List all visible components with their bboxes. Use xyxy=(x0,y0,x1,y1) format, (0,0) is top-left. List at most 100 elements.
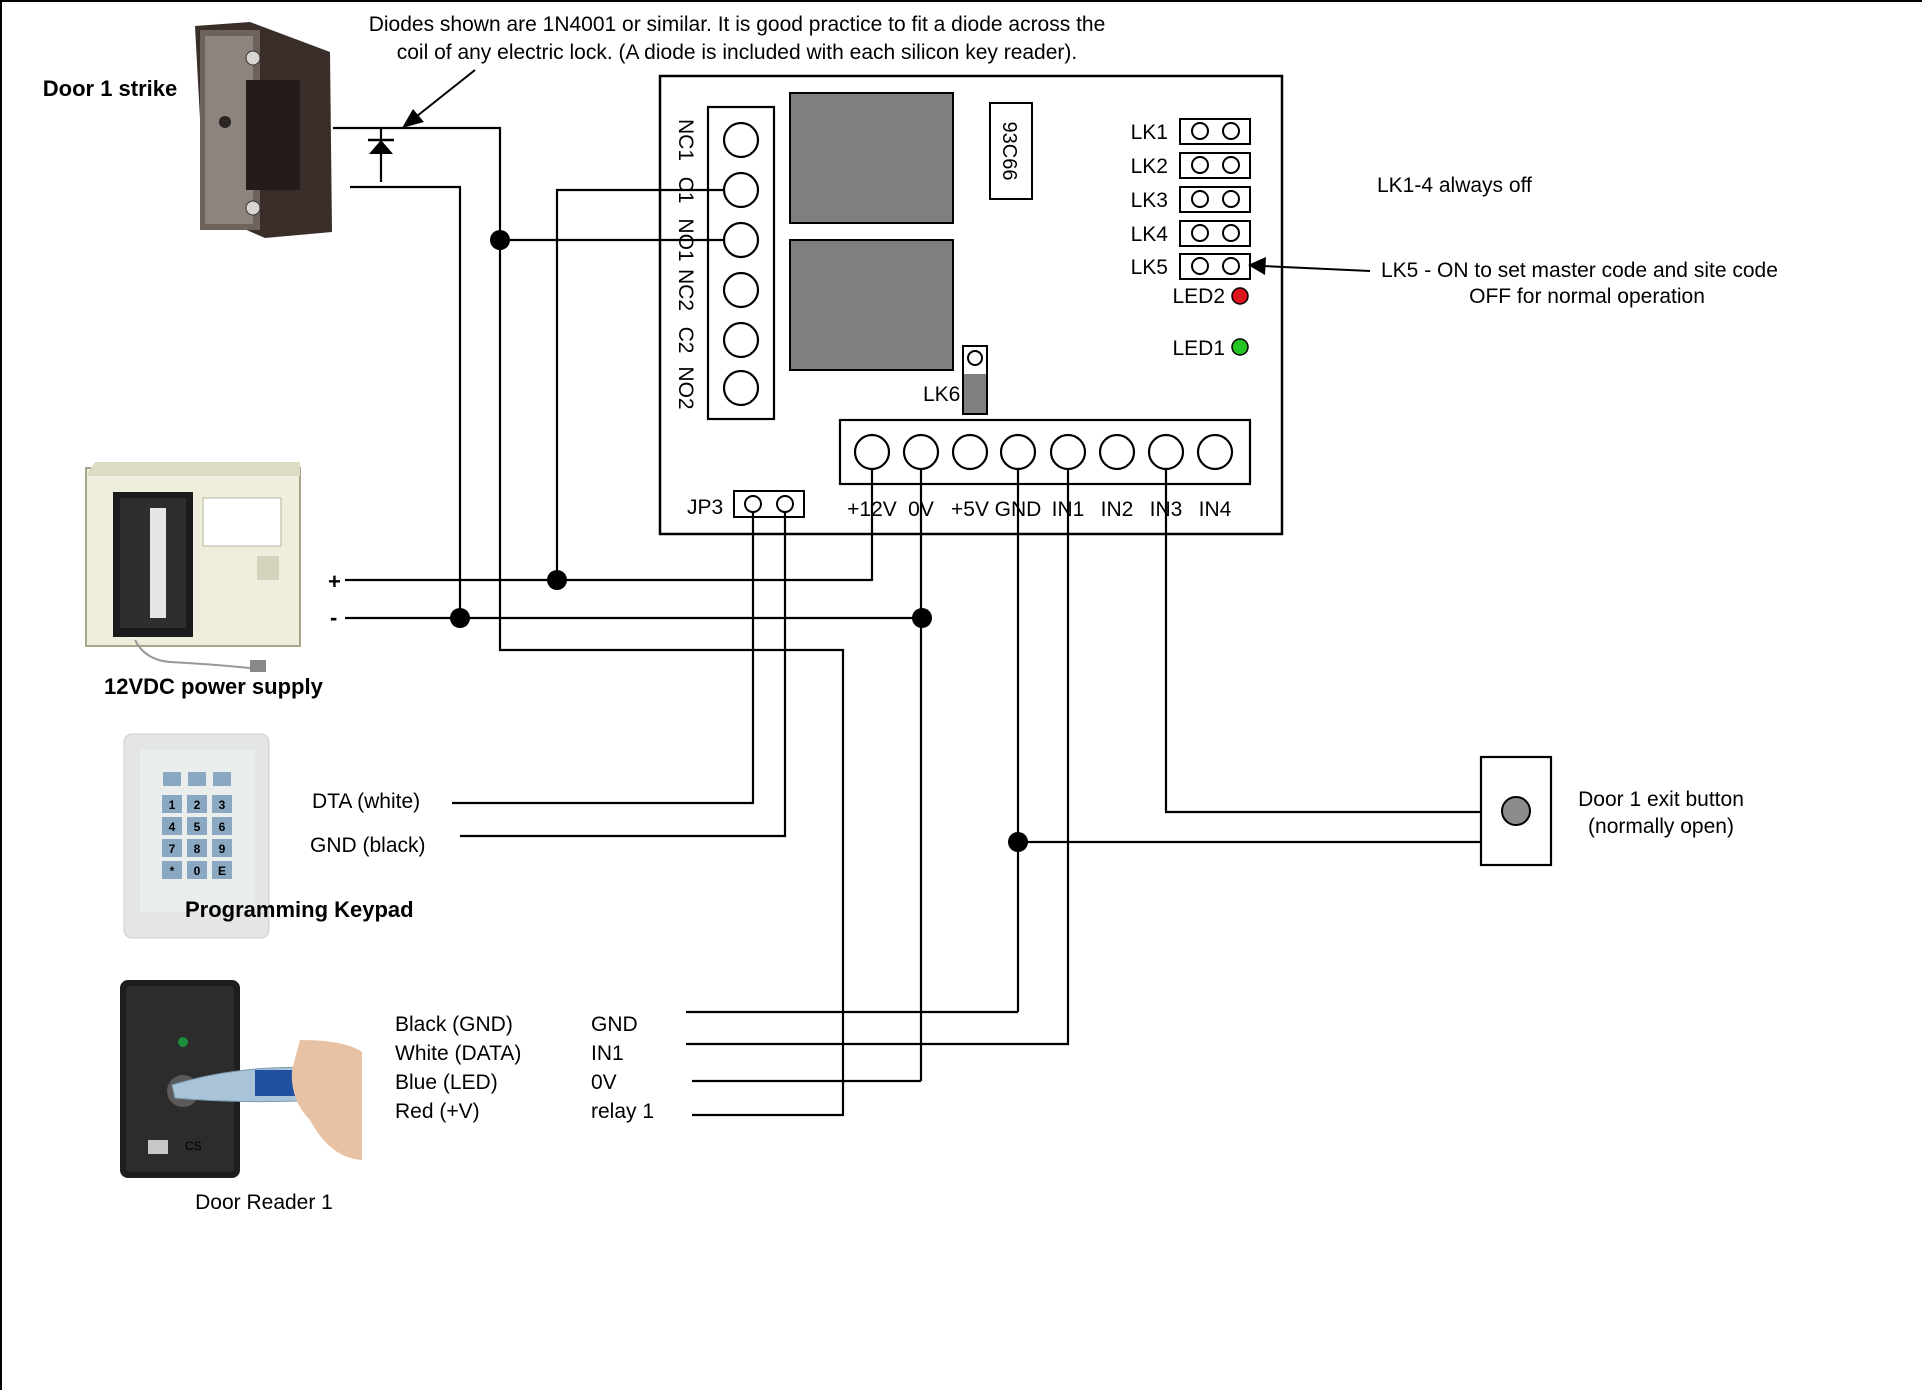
controller-board xyxy=(658,74,1284,536)
lk6-pin xyxy=(967,350,983,366)
io-terminal-label: +5V xyxy=(951,498,989,521)
relay-2 xyxy=(789,239,954,371)
reader-label: Door Reader 1 xyxy=(195,1191,333,1214)
keypad-indicator xyxy=(188,772,206,786)
door-reader-image: CS xyxy=(120,980,362,1178)
reader-wire-connection: relay 1 xyxy=(591,1100,654,1123)
keypad-key-label: 1 xyxy=(169,798,176,812)
io-terminal-screw xyxy=(1098,433,1136,471)
wire-keypad-dta xyxy=(452,512,755,805)
io-terminal-screw xyxy=(1196,433,1234,471)
keypad-key-label: 4 xyxy=(169,820,176,834)
keypad-key-label: 7 xyxy=(169,842,176,856)
link-pin xyxy=(1222,156,1240,174)
wire-in1 xyxy=(686,470,1070,1046)
relay-terminal-screw xyxy=(722,271,760,309)
link-header xyxy=(1179,152,1251,179)
keypad-key xyxy=(162,839,182,857)
keypad-gnd-label: GND (black) xyxy=(310,834,426,857)
led1-label: LED1 xyxy=(1172,337,1225,360)
relay-terminal-screw xyxy=(722,221,760,259)
keypad-key-label: 0 xyxy=(194,864,201,878)
keypad-key-label: 9 xyxy=(219,842,226,856)
reader-brand-text: CS xyxy=(185,1139,202,1153)
wire-c1 xyxy=(555,188,724,580)
lk6-label: LK6 xyxy=(923,383,960,406)
link-label: LK2 xyxy=(1131,155,1168,178)
keypad-key-label: 5 xyxy=(194,820,201,834)
keypad-key xyxy=(162,861,182,879)
link-header xyxy=(1179,220,1251,247)
exit-button-label-2: (normally open) xyxy=(1588,815,1734,838)
lk5-note-line1: LK5 - ON to set master code and site cod… xyxy=(1381,259,1778,282)
wire-plus-bus xyxy=(345,470,874,582)
keypad-key xyxy=(187,795,207,813)
relay-terminal-block xyxy=(706,105,776,421)
wires xyxy=(333,126,1481,1117)
relay-terminal-label: NO2 xyxy=(674,366,697,409)
link-pin xyxy=(1191,156,1209,174)
keypad-indicator xyxy=(163,772,181,786)
keypad-label: Programming Keypad xyxy=(185,897,414,922)
reader-wire-color: Red (+V) xyxy=(395,1100,480,1123)
relay-1 xyxy=(789,92,954,224)
reader-wire-connection: IN1 xyxy=(591,1042,624,1065)
lk5-note-line2: OFF for normal operation xyxy=(1469,285,1705,308)
reader-wire-connection: 0V xyxy=(591,1071,617,1094)
link-pin xyxy=(1222,122,1240,140)
relay-terminal-screw xyxy=(722,171,760,209)
link-header xyxy=(1179,118,1251,145)
keypad-key xyxy=(162,817,182,835)
wire-in3 xyxy=(1164,470,1481,814)
chip-label: 93C66 xyxy=(998,122,1020,181)
keypad-key-label: E xyxy=(218,864,226,878)
keypad-key xyxy=(162,795,182,813)
keypad-key xyxy=(212,861,232,879)
link-pin xyxy=(1191,122,1209,140)
relay-terminal-label: NC1 xyxy=(674,119,697,161)
io-terminal-screw xyxy=(902,433,940,471)
link-label: LK4 xyxy=(1131,223,1169,246)
relay-terminal-label: NC2 xyxy=(674,269,697,311)
io-terminal-screw xyxy=(951,433,989,471)
keypad-key xyxy=(212,817,232,835)
keypad-key-label: 8 xyxy=(194,842,201,856)
link-label: LK1 xyxy=(1131,121,1168,144)
power-supply-image xyxy=(85,462,301,672)
keypad-key-label: 2 xyxy=(194,798,201,812)
lk6-cap xyxy=(964,374,986,413)
keypad-indicator xyxy=(213,772,231,786)
keypad-key xyxy=(187,839,207,857)
exit-button xyxy=(1501,796,1531,826)
link-pin xyxy=(1222,257,1240,275)
io-terminal-screw xyxy=(1147,433,1185,471)
link-label: LK5 xyxy=(1131,256,1168,279)
link-pin xyxy=(1191,190,1209,208)
relay-terminal-screw xyxy=(722,121,760,159)
jp3-pin-2 xyxy=(776,495,794,513)
diode-note-arrowhead xyxy=(402,109,424,128)
link-pin xyxy=(1222,190,1240,208)
io-terminal-screw xyxy=(1049,433,1087,471)
relay-terminal-label: C2 xyxy=(674,327,697,354)
keypad-key-label: * xyxy=(170,864,175,878)
keypad-key xyxy=(187,861,207,879)
psu-plus-label: + xyxy=(328,569,341,594)
lk5-note-arrowhead xyxy=(1248,257,1266,275)
power-supply-label: 12VDC power supply xyxy=(104,674,324,699)
reader-wire-color: Blue (LED) xyxy=(395,1071,498,1094)
keypad-key-label: 6 xyxy=(219,820,226,834)
keypad-dta-label: DTA (white) xyxy=(312,790,420,813)
diode-symbol xyxy=(368,128,394,182)
reader-wire-color: White (DATA) xyxy=(395,1042,521,1065)
link-header xyxy=(1179,186,1251,213)
io-terminal-block xyxy=(838,418,1252,486)
io-terminal-screw xyxy=(853,433,891,471)
wire-strike-top xyxy=(333,126,845,1117)
